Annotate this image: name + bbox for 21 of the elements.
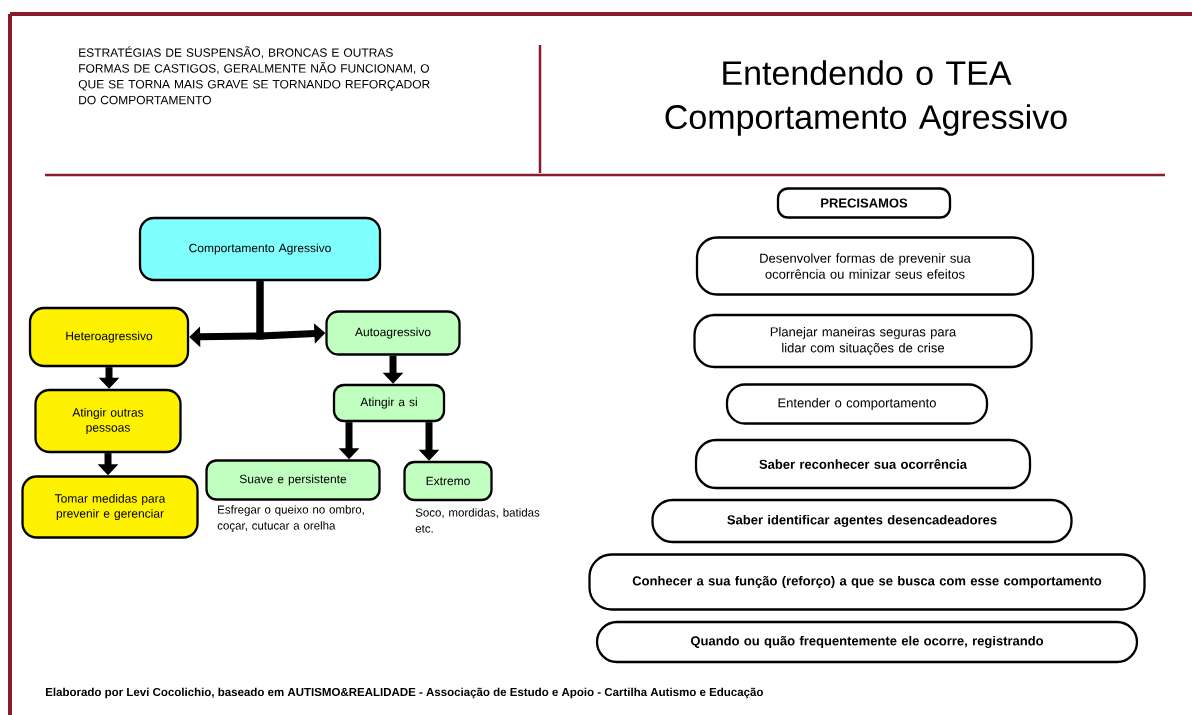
note-text: Soco, mordidas, batidas etc. bbox=[415, 508, 540, 533]
process-box: Comportamento Agressivo bbox=[138, 216, 382, 282]
rounded-box: PRECISAMOS bbox=[776, 187, 952, 219]
process-box: Tomar medidas para prevenir e gerenciar bbox=[21, 475, 199, 539]
process-box: Autoagressivo bbox=[325, 310, 461, 356]
rounded-box: Desenvolver formas de prevenir sua ocorrência ou minizar seus efeitos bbox=[695, 236, 1035, 296]
process-box: Atingir a si bbox=[332, 383, 446, 423]
caption: Elaborado por Levi Cocolichio, baseado em AUTISMO&REALIDADE - Associação de Estudo e Apoio - Cartilha Autismo e Educação bbox=[46, 687, 763, 699]
note-text: ESTRATÉGIAS DE SUSPENSÃO, BRONCAS E OUTRAS FORMAS DE CASTIGOS, GERALMENTE NÃO FUNCIONAM, O QUE SE TORNA MAIS GRAVE SE TORNANDO REFORÇADOR DO COMPORTAMENTO bbox=[78, 46, 430, 105]
note-text: Esfregar o queixo no ombro, coçar, cutucar a orelha bbox=[217, 505, 364, 532]
rounded-box: Saber identificar agentes desencadeadores bbox=[651, 498, 1073, 544]
rounded-box: Planejar maneiras seguras para lidar com situações de crise bbox=[693, 313, 1033, 369]
process-box: Suave e persistente bbox=[205, 459, 381, 501]
process-box: Atingir outras pessoas bbox=[34, 388, 182, 454]
rounded-box: Quando ou quão frequentemente ele ocorre, registrando bbox=[595, 620, 1139, 664]
rounded-box: Saber reconhecer sua ocorrência bbox=[694, 438, 1032, 490]
process-box: Extremo bbox=[403, 460, 493, 502]
process-box: Heteroagressivo bbox=[28, 306, 190, 368]
rounded-box: Conhecer a sua função (reforço) a que se busca com esse comportamento bbox=[588, 553, 1146, 611]
rounded-box: Entender o comportamento bbox=[725, 383, 989, 425]
title: Entendendo o TEA Comportamento Agressivo bbox=[665, 60, 1067, 136]
